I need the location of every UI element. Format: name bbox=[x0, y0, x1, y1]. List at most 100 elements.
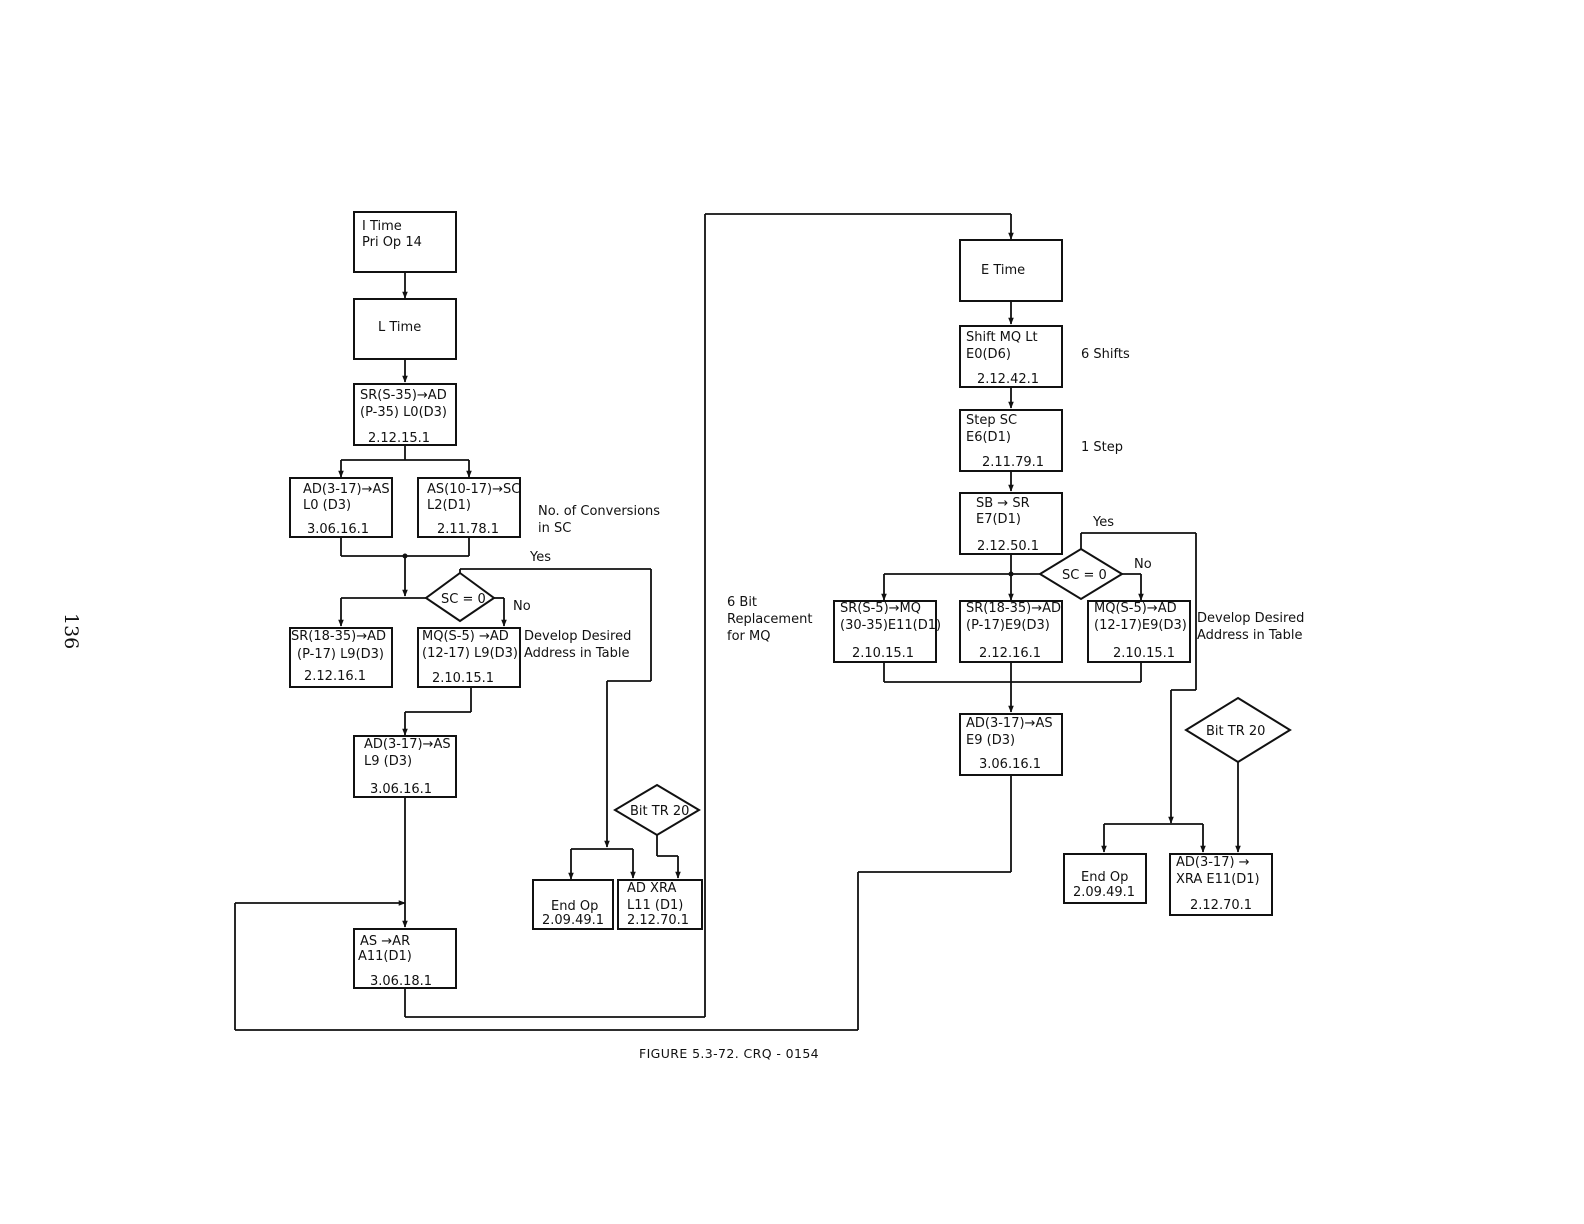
box-mq-ad-l9-line2: (12-17) L9(D3) bbox=[422, 646, 518, 661]
box-ad-as-l0-ref: 3.06.16.1 bbox=[307, 522, 369, 537]
box-ad-xra-right-line1: AD(3-17) → bbox=[1176, 855, 1250, 870]
box-ad-as-l9-line1: AD(3-17)→AS bbox=[364, 737, 451, 752]
box-sr-ad-line2: (P-35) L0(D3) bbox=[360, 405, 447, 420]
box-as-sc-line1: AS(10-17)→SC bbox=[427, 482, 520, 497]
box-shift-mq-line1: Shift MQ Lt bbox=[966, 330, 1038, 345]
box-step-sc bbox=[959, 409, 1063, 472]
box-shift-mq-ref: 2.12.42.1 bbox=[977, 372, 1039, 387]
left-flow: I Time Pri Op 14 L Time SR(S-35)→AD (P-3… bbox=[289, 211, 703, 989]
box-sr-ad-e9-line2: (P-17)E9(D3) bbox=[966, 618, 1050, 633]
box-ad-as-e9 bbox=[959, 713, 1063, 776]
box-as-ar-line2: A11(D1) bbox=[358, 949, 412, 964]
box-ad-xra-right-line2: XRA E11(D1) bbox=[1176, 872, 1260, 887]
box-sb-sr-line2: E7(D1) bbox=[976, 512, 1021, 527]
box-e-time bbox=[959, 239, 1063, 302]
box-sr-ad-e9 bbox=[959, 600, 1063, 663]
box-sr-ad-e9-line1: SR(18-35)→AD bbox=[966, 601, 1061, 616]
box-end-op-left bbox=[532, 879, 614, 930]
box-mq-ad-e9-line2: (12-17)E9(D3) bbox=[1094, 618, 1187, 633]
note-develop-line1: Develop Desired bbox=[524, 629, 631, 644]
box-step-sc-ref: 2.11.79.1 bbox=[982, 455, 1044, 470]
box-i-time bbox=[353, 211, 457, 273]
box-ad-xra-left-line2: L11 (D1) bbox=[627, 898, 683, 913]
box-sr-ad-ref: 2.12.15.1 bbox=[368, 431, 430, 446]
note-6-bit-line2: Replacement bbox=[727, 612, 812, 627]
i-time-line2: Pri Op 14 bbox=[362, 235, 422, 250]
diamond-bit-tr-20-right-label: Bit TR 20 bbox=[1206, 724, 1265, 739]
box-ad-xra-left-ref: 2.12.70.1 bbox=[627, 913, 689, 928]
box-sr-mq-line1: SR(S-5)→MQ bbox=[840, 601, 921, 616]
box-mq-ad-l9-ref: 2.10.15.1 bbox=[432, 671, 494, 686]
box-as-ar bbox=[353, 928, 457, 989]
right-no-label: No bbox=[1134, 557, 1152, 572]
box-ad-as-l9-line2: L9 (D3) bbox=[364, 754, 412, 769]
box-end-op-right bbox=[1063, 853, 1147, 904]
box-ad-as-e9-line2: E9 (D3) bbox=[966, 733, 1015, 748]
box-end-op-left-line2: 2.09.49.1 bbox=[542, 913, 604, 928]
box-sr-mq bbox=[833, 600, 937, 663]
box-sr-ad-l9-line2: (P-17) L9(D3) bbox=[297, 647, 384, 662]
note-develop-right-line2: Address in Table bbox=[1197, 628, 1303, 643]
box-ad-as-e9-ref: 3.06.16.1 bbox=[979, 757, 1041, 772]
box-as-sc bbox=[417, 477, 521, 538]
box-sr-ad-l9-ref: 2.12.16.1 bbox=[304, 669, 366, 684]
box-l-time bbox=[353, 298, 457, 360]
left-no-label: No bbox=[513, 599, 531, 614]
box-as-sc-line2: L2(D1) bbox=[427, 498, 471, 513]
box-sb-sr bbox=[959, 492, 1063, 555]
right-yes-label: Yes bbox=[1092, 515, 1114, 530]
note-conversions-line1: No. of Conversions bbox=[538, 504, 660, 519]
note-develop-line2: Address in Table bbox=[524, 646, 630, 661]
box-sr-ad-e9-ref: 2.12.16.1 bbox=[979, 646, 1041, 661]
right-flow: E Time Shift MQ Lt E0(D6) 2.12.42.1 6 Sh… bbox=[833, 239, 1304, 916]
box-as-ar-line1: AS →AR bbox=[360, 934, 410, 949]
diamond-sc-zero bbox=[424, 571, 496, 623]
box-sr-ad bbox=[353, 383, 457, 446]
box-sr-ad-l9-line1: SR(18-35)→AD bbox=[291, 629, 386, 644]
box-ad-xra-right-ref: 2.12.70.1 bbox=[1190, 898, 1252, 913]
box-ad-as-e9-line1: AD(3-17)→AS bbox=[966, 716, 1053, 731]
e-time-label: E Time bbox=[981, 263, 1025, 278]
diamond-sc-zero-label: SC = 0 bbox=[441, 592, 486, 607]
diamond-bit-tr-20-label: Bit TR 20 bbox=[630, 804, 689, 819]
box-sr-mq-ref: 2.10.15.1 bbox=[852, 646, 914, 661]
box-sr-ad-l9 bbox=[289, 627, 393, 688]
box-sb-sr-ref: 2.12.50.1 bbox=[977, 539, 1039, 554]
note-develop-right-line1: Develop Desired bbox=[1197, 611, 1304, 626]
box-mq-ad-l9-line1: MQ(S-5) →AD bbox=[422, 629, 509, 644]
box-mq-ad-l9 bbox=[417, 627, 521, 688]
note-conversions-line2: in SC bbox=[538, 521, 571, 536]
box-end-op-left-line1: End Op bbox=[551, 899, 598, 914]
i-time-line1: I Time bbox=[362, 219, 402, 234]
box-sb-sr-line1: SB → SR bbox=[976, 496, 1030, 511]
box-step-sc-line2: E6(D1) bbox=[966, 430, 1011, 445]
page-number: 136 bbox=[60, 613, 82, 649]
box-sr-ad-line1: SR(S-35)→AD bbox=[360, 388, 447, 403]
note-6-shifts: 6 Shifts bbox=[1081, 347, 1130, 362]
connectors: 6 Bit Replacement for MQ bbox=[234, 213, 1014, 1031]
note-6-bit-line3: for MQ bbox=[727, 629, 770, 644]
note-6-bit-line1: 6 Bit bbox=[727, 595, 757, 610]
box-end-op-right-line2: 2.09.49.1 bbox=[1073, 885, 1135, 900]
figure-caption: FIGURE 5.3-72. CRQ - 0154 bbox=[639, 1046, 819, 1061]
note-1-step: 1 Step bbox=[1081, 440, 1123, 455]
box-mq-ad-e9 bbox=[1087, 600, 1191, 663]
box-mq-ad-e9-line1: MQ(S-5)→AD bbox=[1094, 601, 1177, 616]
box-ad-as-l0-line1: AD(3-17)→AS bbox=[303, 482, 390, 497]
box-as-sc-ref: 2.11.78.1 bbox=[437, 522, 499, 537]
box-mq-ad-e9-ref: 2.10.15.1 bbox=[1113, 646, 1175, 661]
box-ad-as-l0-line2: L0 (D3) bbox=[303, 498, 351, 513]
box-ad-xra-right bbox=[1169, 853, 1273, 916]
box-ad-as-l9-ref: 3.06.16.1 bbox=[370, 782, 432, 797]
box-as-ar-ref: 3.06.18.1 bbox=[370, 974, 432, 989]
box-end-op-right-line1: End Op bbox=[1081, 870, 1128, 885]
diamond-sc-zero-right-label: SC = 0 bbox=[1062, 568, 1107, 583]
l-time-label: L Time bbox=[378, 320, 421, 335]
diamond-sc-zero-right bbox=[1038, 547, 1124, 601]
box-shift-mq-line2: E0(D6) bbox=[966, 347, 1011, 362]
box-sr-mq-line2: (30-35)E11(D1) bbox=[840, 618, 941, 633]
left-yes-label: Yes bbox=[529, 550, 551, 565]
box-ad-xra-left bbox=[617, 879, 703, 930]
box-ad-xra-left-line1: AD XRA bbox=[627, 881, 676, 896]
